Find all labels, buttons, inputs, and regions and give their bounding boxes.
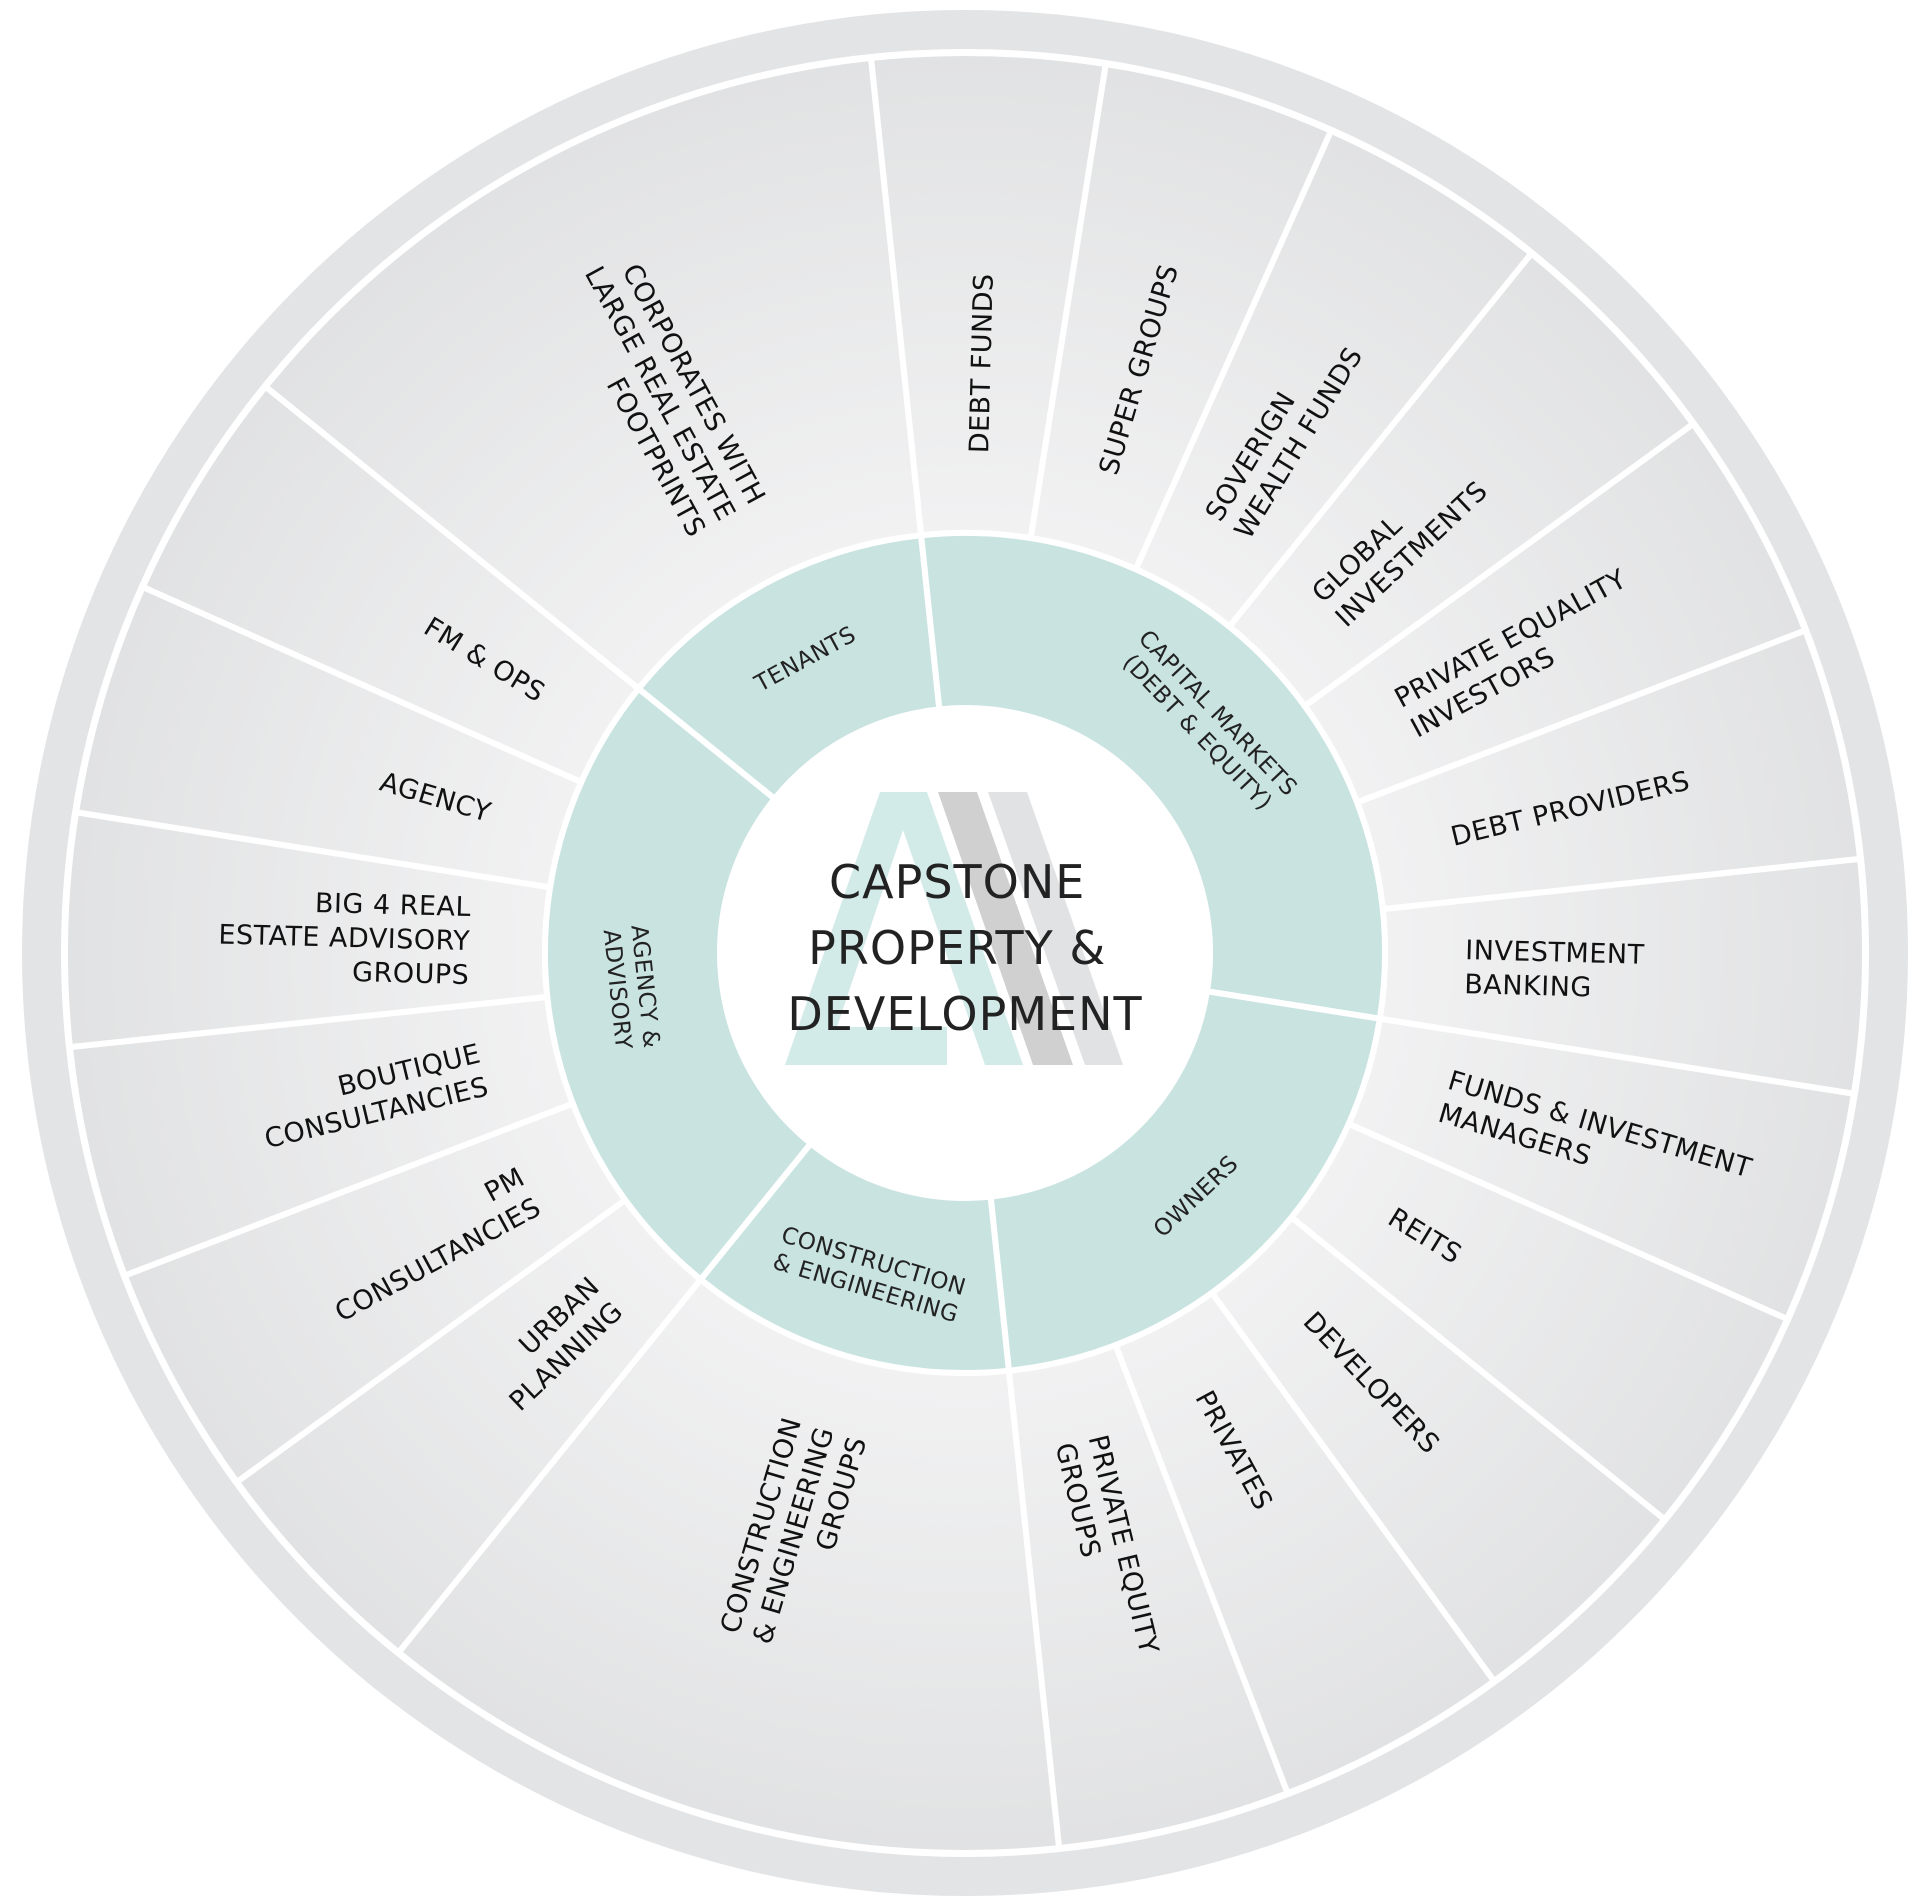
company-title: CAPSTONE PROPERTY & DEVELOPMENT xyxy=(787,855,1142,1041)
company-title-line: PROPERTY & xyxy=(808,921,1106,975)
category-owners: OWNERS xyxy=(987,987,1384,1374)
segment: URBANPLANNING xyxy=(232,1195,705,1657)
segment: SOVERIGNWEALTH FUNDS xyxy=(1131,126,1536,631)
category-capital-markets: CAPITAL MARKETS(DEBT & EQUITY) xyxy=(917,530,1388,1023)
segment-label-line: ESTATE ADVISORY xyxy=(218,919,470,957)
segment: FUNDS & INVESTMENTMANAGERS xyxy=(1344,1015,1858,1324)
capstone-logo-icon xyxy=(785,792,1123,1065)
segment-label-line: GROUPS xyxy=(352,957,470,991)
segment-label-line: INVESTMENT xyxy=(1465,935,1645,971)
segment: REITS xyxy=(1287,1119,1792,1524)
segment: PMCONSULTANCIES xyxy=(120,1099,630,1487)
category-construction: CONSTRUCTION& ENGINEERING xyxy=(696,1139,1013,1376)
segment-label: DEBT FUNDS xyxy=(964,273,1000,454)
segment: DEBT PROVIDERS xyxy=(1353,626,1864,913)
segment: CONSTRUCTION& ENGINEERINGGROUPS xyxy=(394,1275,1063,1856)
segment-label-line: BANKING xyxy=(1464,969,1592,1003)
segment-label: INVESTMENTBANKING xyxy=(1464,935,1645,1005)
segment-label: BIG 4 REALESTATE ADVISORYGROUPS xyxy=(217,885,471,991)
segment-label-line: DEBT FUNDS xyxy=(964,273,1000,454)
company-title-line: CAPSTONE xyxy=(829,855,1085,909)
segment-label-line: BIG 4 REAL xyxy=(315,888,472,923)
segment: DEVELOPERS xyxy=(1207,1213,1669,1686)
company-title-line: DEVELOPMENT xyxy=(787,987,1142,1041)
